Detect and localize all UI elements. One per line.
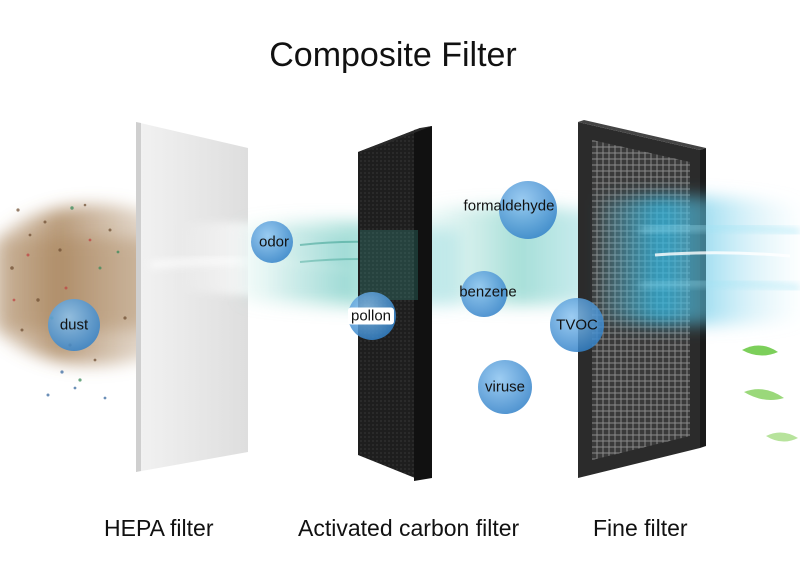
dust-bubble	[48, 299, 100, 351]
leaf-icon	[766, 432, 798, 442]
pollutant-label-viruse: viruse	[484, 378, 526, 396]
viruse-bubble	[478, 360, 532, 414]
leaf-icon	[742, 345, 778, 356]
page-title: Composite Filter	[269, 36, 517, 74]
clean-air-stream	[600, 196, 800, 325]
pollutant-label-dust: dust	[59, 316, 89, 334]
benzene-bubble	[461, 271, 507, 317]
pollutant-label-formaldehyde: formaldehyde	[463, 197, 555, 215]
odor-bubble	[251, 221, 293, 263]
pollutant-label-pollon: pollon	[347, 307, 395, 325]
hepa-filter-panel	[136, 122, 248, 472]
hepa-filter-caption: HEPA filter	[104, 515, 214, 541]
pollutant-label-benzene: benzene	[459, 283, 517, 301]
pollutant-label-tvoc: TVOC	[556, 316, 598, 334]
leaf-icon	[744, 389, 784, 400]
leaf-icons	[742, 345, 798, 442]
fine-filter-caption: Fine filter	[593, 515, 688, 541]
pollutant-bubbles	[48, 181, 604, 414]
pollutant-label-odor: odor	[258, 233, 290, 251]
activated-carbon-filter-caption: Activated carbon filter	[298, 515, 520, 541]
tvoc-bubble	[550, 298, 604, 352]
formaldehyde-bubble	[499, 181, 557, 239]
